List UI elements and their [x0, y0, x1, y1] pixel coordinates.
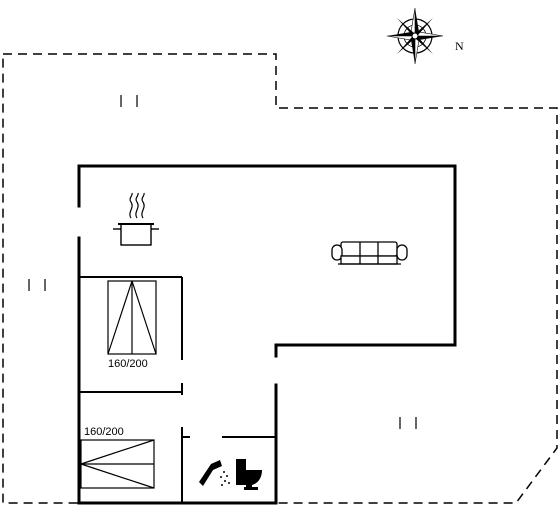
compass-rose-icon [386, 7, 444, 65]
toilet-icon [236, 459, 262, 490]
double-bed-icon [107, 280, 157, 355]
bed-size-label: 160/200 [84, 426, 124, 438]
compass-north-label: N [455, 39, 464, 53]
double-bed-icon [80, 439, 155, 489]
cooking-pot-icon [113, 192, 159, 246]
shower-icon [199, 460, 230, 486]
window-marker-icon [28, 279, 46, 291]
sofa-icon [331, 241, 408, 265]
bed-size-label: 160/200 [108, 358, 148, 370]
window-marker-icon [399, 417, 417, 429]
window-marker-icon [120, 95, 138, 107]
interior-walls [79, 276, 276, 503]
exterior-walls [77, 164, 457, 505]
